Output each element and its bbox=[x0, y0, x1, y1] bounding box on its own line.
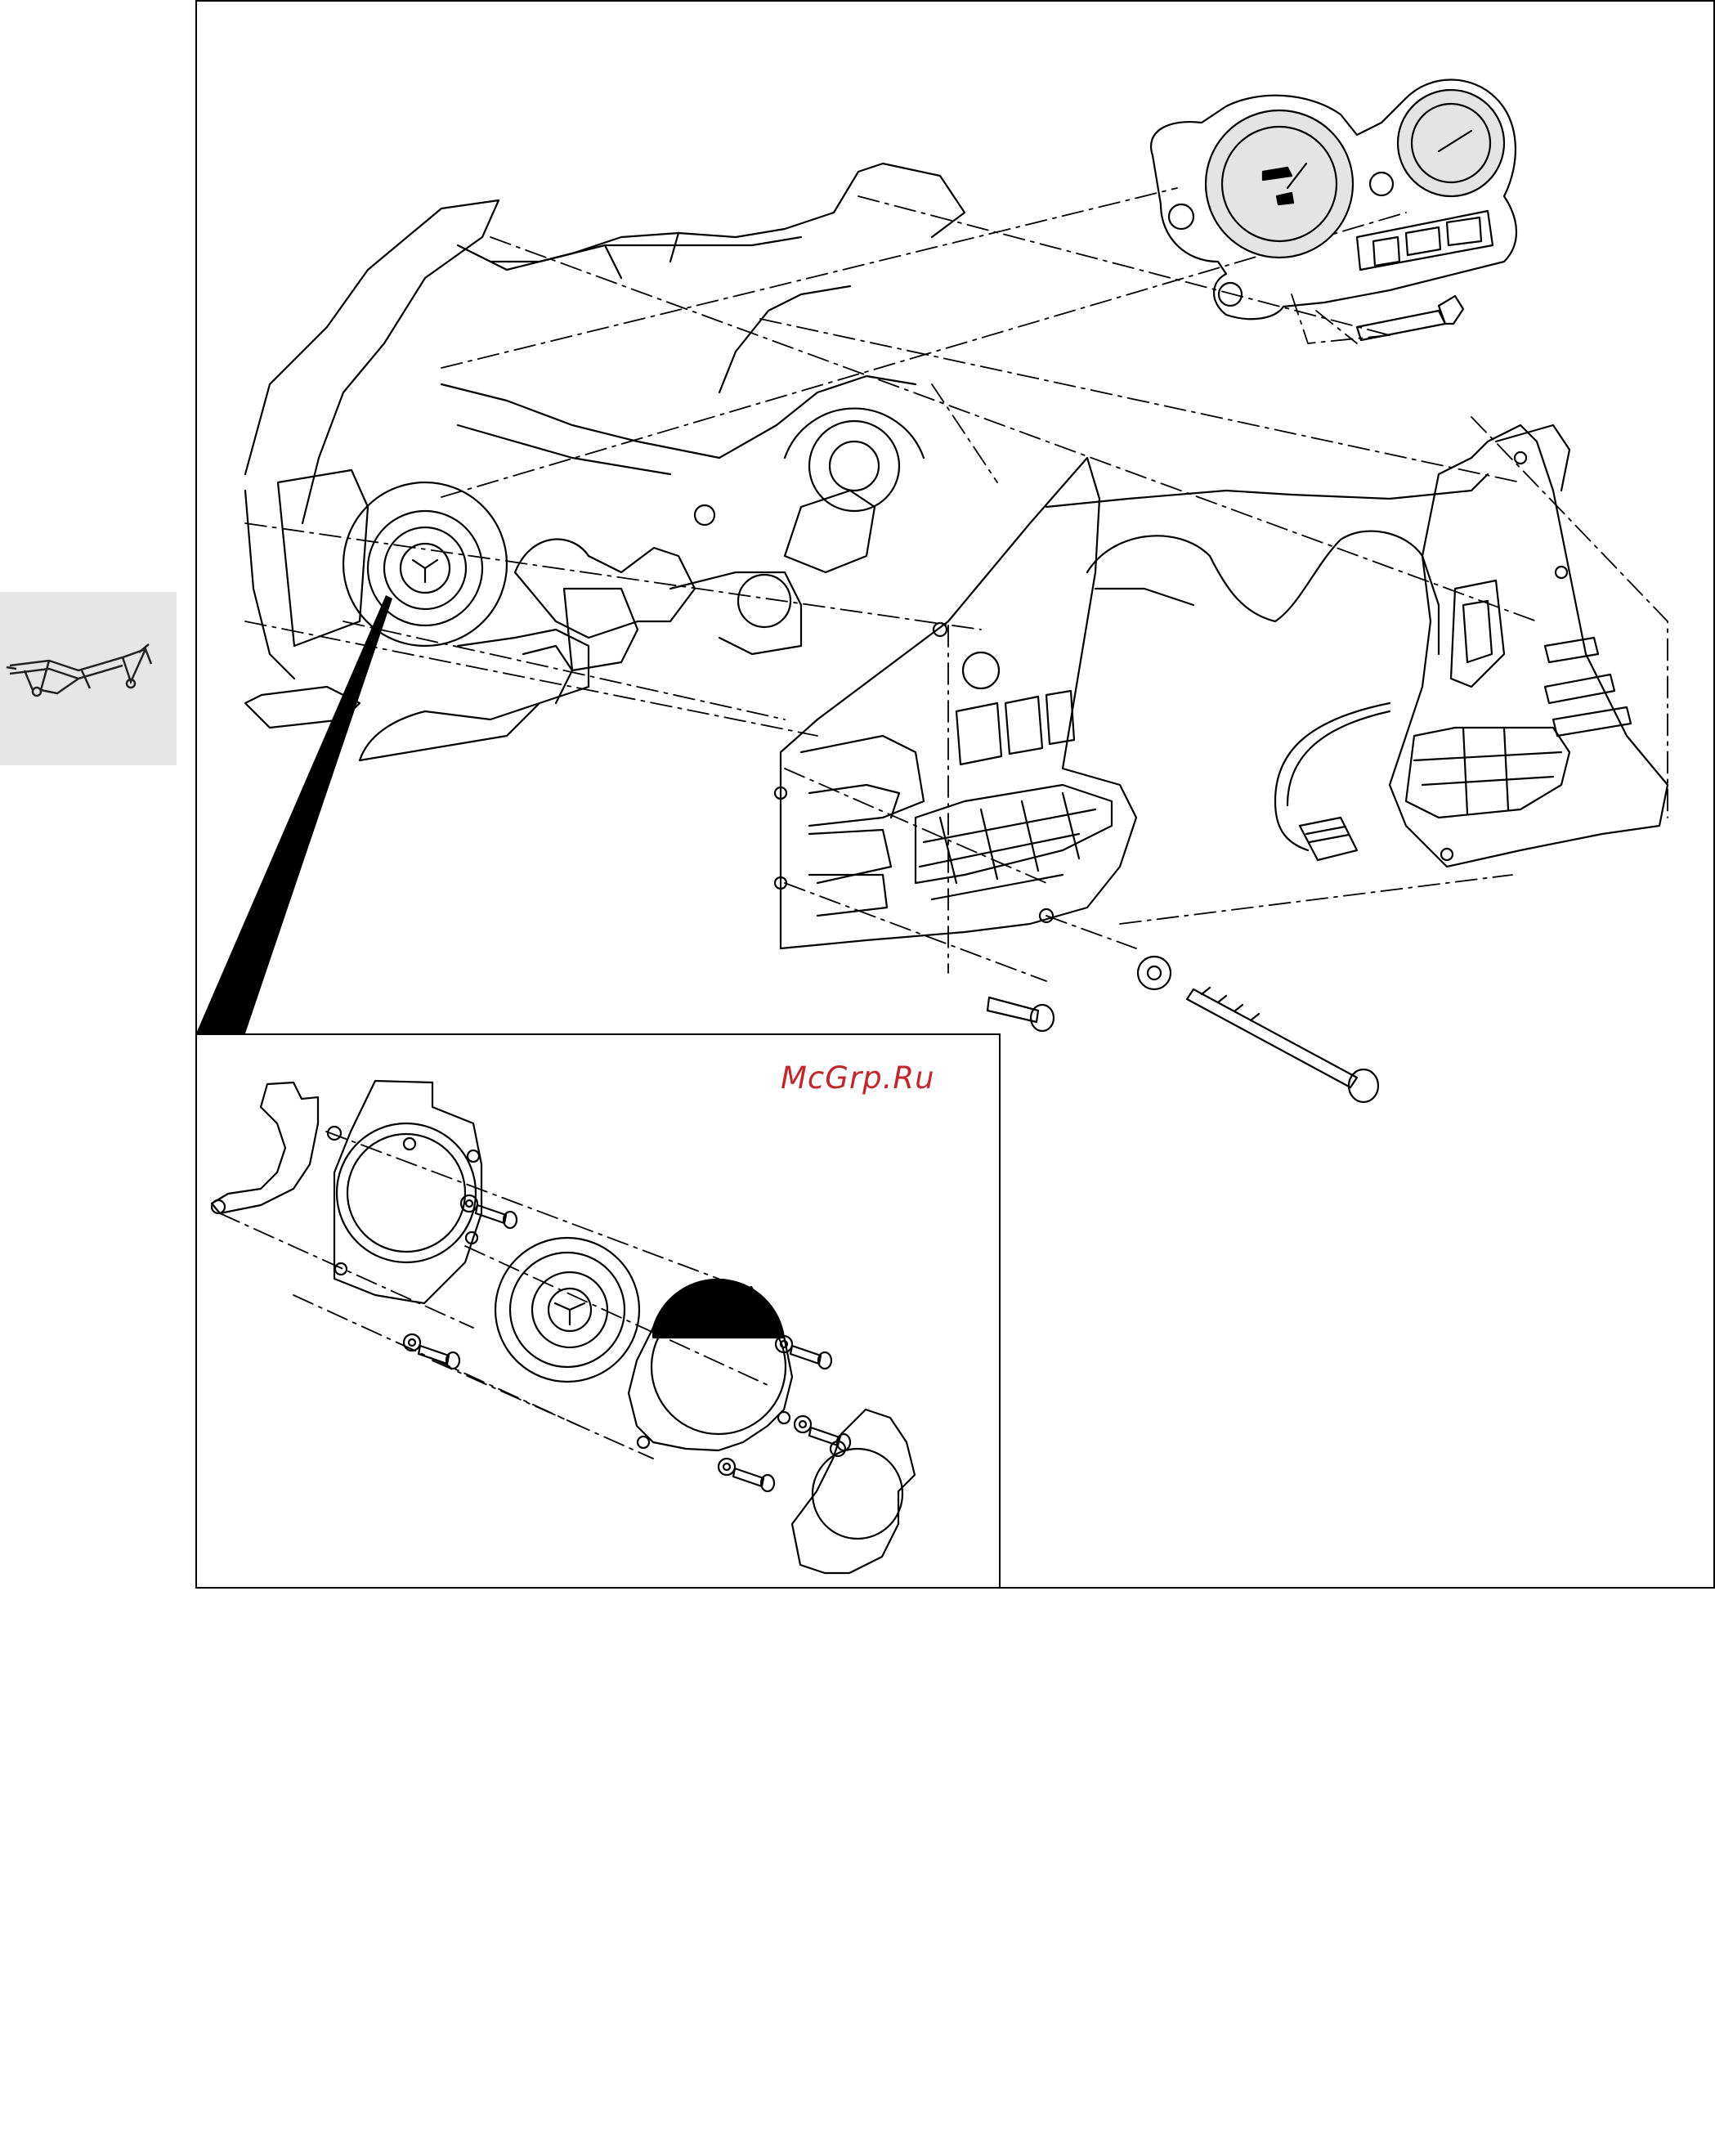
inset-frame bbox=[195, 1033, 1001, 1589]
watermark-text: McGrp.Ru bbox=[781, 1060, 935, 1096]
frame-thumbnail-tab[interactable] bbox=[0, 592, 177, 765]
motorcycle-frame-thumbnail-icon bbox=[0, 592, 177, 765]
